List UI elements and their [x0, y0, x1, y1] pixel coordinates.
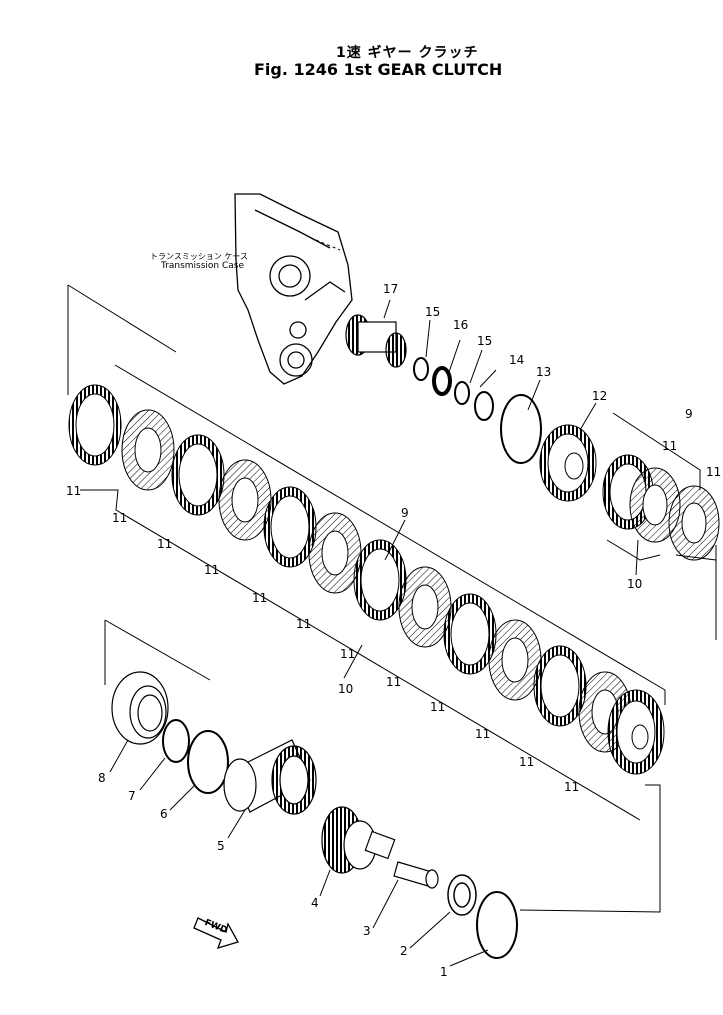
- case-label-japanese: トランスミッション ケース: [150, 252, 248, 261]
- part-5-drum: [223, 739, 317, 815]
- callout-15-second: 15: [477, 334, 493, 348]
- callout-4: 4: [311, 896, 319, 910]
- callout-11: 11: [66, 484, 82, 498]
- part-2-bearing: [447, 874, 477, 916]
- callout-11: 11: [157, 537, 173, 551]
- callout-11: 11: [204, 563, 220, 577]
- callout-11: 11: [662, 439, 678, 453]
- callout-8: 8: [98, 771, 106, 785]
- case-label: Transmission Case: [161, 261, 245, 271]
- leader-lines: [67, 284, 701, 913]
- callout-16: 16: [453, 318, 469, 332]
- part-17-gear-shaft: [345, 314, 407, 368]
- callout-11: 11: [386, 675, 402, 689]
- callout-13: 13: [536, 365, 552, 379]
- callout-3: 3: [363, 924, 371, 938]
- part-16-bearing: [432, 366, 452, 396]
- part-8-piston: [111, 671, 169, 745]
- callout-9-main: 9: [401, 506, 409, 520]
- part-14-washer: [474, 391, 494, 421]
- callout-10-main: 10: [338, 682, 354, 696]
- callout-5: 5: [217, 839, 225, 853]
- callout-2: 2: [400, 944, 408, 958]
- part-6-seal-ring: [187, 730, 229, 794]
- callout-9-right: 9: [685, 407, 693, 421]
- part-15-ring-b: [454, 381, 470, 405]
- callout-10-right: 10: [627, 577, 643, 591]
- figure-title-japanese: 1速 ギヤー クラッチ: [336, 45, 479, 61]
- callout-11: 11: [519, 755, 535, 769]
- callout-11: 11: [475, 727, 491, 741]
- callout-11: 11: [112, 511, 128, 525]
- part-15-ring: [413, 357, 429, 381]
- callout-7: 7: [128, 789, 136, 803]
- callout-11: 11: [430, 700, 446, 714]
- callout-6: 6: [160, 807, 168, 821]
- callout-15: 15: [425, 305, 441, 319]
- main-disc-pack: [68, 384, 665, 775]
- callout-leaders: [109, 739, 489, 967]
- part-1-snap-ring: [476, 891, 518, 959]
- callout-11: 11: [340, 647, 356, 661]
- fwd-arrow-icon: [193, 917, 239, 949]
- callout-14: 14: [509, 353, 525, 367]
- callout-17: 17: [383, 282, 399, 296]
- part-4-gear-hub: [321, 806, 396, 874]
- transmission-case: [234, 193, 353, 385]
- callout-11: 11: [706, 465, 722, 479]
- callout-1: 1: [440, 965, 448, 979]
- part-13-snap-ring: [500, 394, 542, 464]
- callout-11: 11: [564, 780, 580, 794]
- callout-11: 11: [296, 617, 312, 631]
- part-7-seal-ring: [162, 719, 190, 763]
- part-3-shaft: [393, 861, 439, 889]
- callout-12: 12: [592, 389, 608, 403]
- figure-title: Fig. 1246 1st GEAR CLUTCH: [254, 60, 503, 79]
- right-disc-pack: [602, 454, 720, 561]
- callout-11: 11: [252, 591, 268, 605]
- part-12-end-plate: [539, 424, 597, 502]
